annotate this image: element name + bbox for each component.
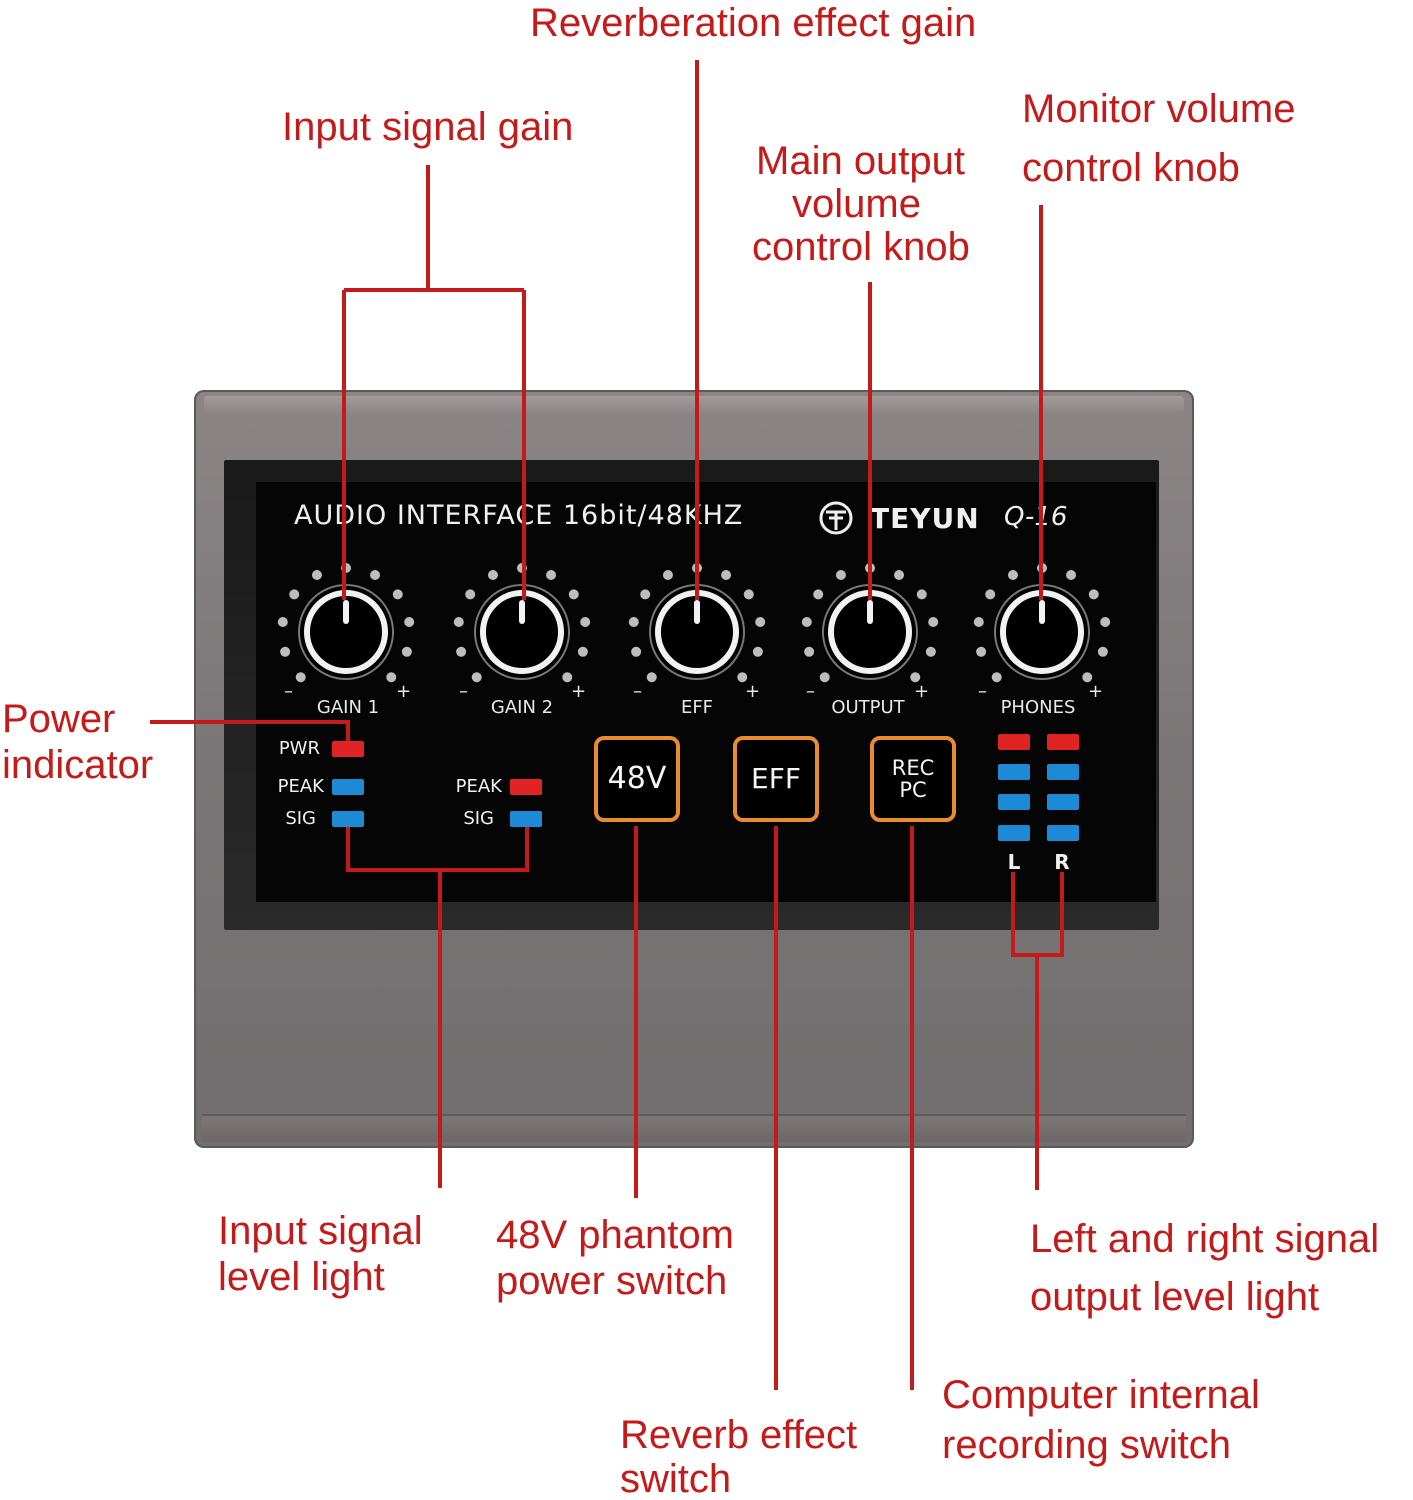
- meter-right-peak-led: [1047, 734, 1079, 750]
- gain-1-minus: –: [284, 681, 293, 702]
- callout-recording-1: Computer internal: [942, 1373, 1260, 1417]
- phones-label: PHONES: [1000, 697, 1076, 718]
- sig-2-led: [510, 811, 542, 827]
- model-name: Q-16: [1004, 502, 1068, 532]
- gain-1-label: GAIN 1: [316, 697, 380, 718]
- callout-monitor-2: control knob: [1022, 146, 1240, 190]
- eff-plus: +: [745, 681, 761, 702]
- output-minus: –: [806, 681, 815, 702]
- gain-2-plus: +: [571, 681, 587, 702]
- rec-pc-switch[interactable]: REC PC: [870, 736, 956, 822]
- brand-name: TEYUN: [870, 502, 980, 535]
- callout-phantom-1: 48V phantom: [496, 1213, 734, 1257]
- meter-left-label: L: [1007, 850, 1021, 874]
- sig-2-label: SIG: [463, 808, 494, 829]
- phantom-48v-switch-label: 48V: [607, 761, 667, 797]
- rec-switch-label: REC: [891, 755, 935, 780]
- gain-1-knob[interactable]: [304, 590, 388, 674]
- eff-switch-label: EFF: [751, 762, 801, 796]
- callout-reverb-switch-1: Reverb effect: [620, 1413, 858, 1457]
- brand-logo-icon: [819, 501, 853, 535]
- device-top-rim: [204, 396, 1184, 414]
- device-bottom-rim: [202, 1114, 1186, 1142]
- pwr-label: PWR: [278, 738, 320, 759]
- peak-2-label: PEAK: [455, 776, 502, 797]
- output-label: OUTPUT: [831, 697, 905, 718]
- gain-2-label: GAIN 2: [490, 697, 554, 718]
- sig-1-label: SIG: [285, 808, 316, 829]
- output-knob[interactable]: [828, 590, 912, 674]
- callout-reverb-switch-2: switch: [620, 1457, 732, 1500]
- peak-1-label: PEAK: [277, 776, 324, 797]
- callout-phantom-2: power switch: [496, 1259, 728, 1303]
- phantom-48v-switch[interactable]: 48V: [594, 736, 680, 822]
- callout-output-level-2: output level light: [1030, 1275, 1320, 1319]
- device-title: AUDIO INTERFACE 16bit/48KHZ: [294, 500, 744, 531]
- phones-plus: +: [1088, 681, 1104, 702]
- meter-right-led-2: [1047, 794, 1079, 810]
- pc-switch-label: PC: [899, 778, 927, 802]
- callout-monitor-1: Monitor volume: [1022, 87, 1296, 131]
- callout-main-output-1: Main output: [756, 139, 966, 183]
- gain-2-minus: –: [459, 681, 468, 702]
- callout-output-level-1: Left and right signal: [1030, 1217, 1380, 1261]
- meter-right-led-3: [1047, 825, 1079, 841]
- gain-1-plus: +: [396, 681, 412, 702]
- sig-1-led: [332, 811, 364, 827]
- callout-power-1: Power: [2, 697, 116, 741]
- callout-power-2: indicator: [2, 743, 154, 787]
- meter-right-label: R: [1054, 850, 1070, 874]
- meter-left-led-1: [998, 764, 1030, 780]
- output-plus: +: [914, 681, 930, 702]
- meter-left-led-3: [998, 825, 1030, 841]
- eff-label: EFF: [680, 697, 714, 718]
- eff-switch[interactable]: EFF: [733, 736, 819, 822]
- callout-main-output-3: control knob: [752, 225, 970, 269]
- peak-1-led: [332, 779, 364, 795]
- callout-input-gain: Input signal gain: [282, 105, 574, 149]
- phones-minus: –: [978, 681, 987, 702]
- meter-right-led-1: [1047, 764, 1079, 780]
- callout-input-level-2: level light: [218, 1255, 385, 1299]
- eff-minus: –: [633, 681, 642, 702]
- callout-reverb-gain: Reverberation effect gain: [530, 1, 977, 45]
- callout-recording-2: recording switch: [942, 1423, 1232, 1467]
- pwr-led: [332, 741, 364, 757]
- callout-main-output-2: volume: [792, 182, 921, 226]
- meter-left-led-2: [998, 794, 1030, 810]
- callout-input-level-1: Input signal: [218, 1209, 423, 1253]
- meter-left-peak-led: [998, 734, 1030, 750]
- peak-2-led: [510, 779, 542, 795]
